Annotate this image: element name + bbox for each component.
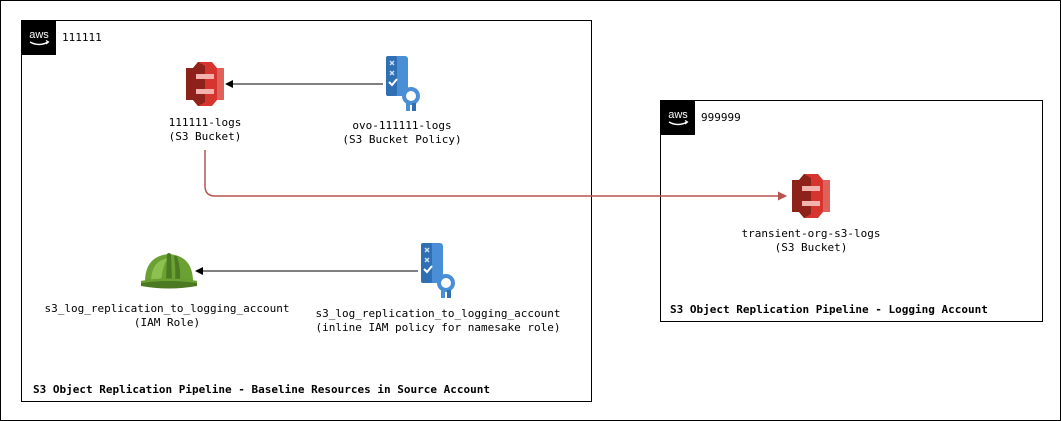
logging-account-group[interactable]: aws 999999 S3 Object Replication Pipelin… bbox=[660, 100, 1043, 322]
node-label: s3_log_replication_to_logging_account (i… bbox=[315, 307, 560, 335]
node-label: 111111-logs (S3 Bucket) bbox=[169, 116, 242, 144]
node-type: (S3 Bucket) bbox=[168, 130, 242, 143]
bucket-policy-icon bbox=[386, 56, 420, 111]
node-label: s3_log_replication_to_logging_account (I… bbox=[44, 302, 289, 330]
node-type: (S3 Bucket Policy) bbox=[342, 133, 462, 146]
node-label: transient-org-s3-logs (S3 Bucket) bbox=[741, 227, 880, 255]
group-title: S3 Object Replication Pipeline - Baselin… bbox=[33, 383, 490, 396]
aws-logo-icon: aws bbox=[22, 21, 56, 55]
iam-role-icon bbox=[141, 253, 197, 289]
svg-text:aws: aws bbox=[668, 109, 688, 121]
node-name: transient-org-s3-logs bbox=[741, 227, 881, 240]
node-name: ovo-111111-logs bbox=[352, 119, 452, 132]
svg-text:aws: aws bbox=[29, 29, 49, 41]
replication-arrow bbox=[204, 150, 787, 201]
s3-bucket-icon bbox=[792, 174, 830, 218]
s3-bucket-icon bbox=[186, 62, 224, 106]
aws-logo-icon: aws bbox=[661, 101, 695, 135]
group-title: S3 Object Replication Pipeline - Logging… bbox=[670, 303, 988, 316]
node-name: s3_log_replication_to_logging_account bbox=[315, 307, 561, 320]
iam-policy-icon bbox=[421, 243, 455, 298]
node-type: (S3 Bucket) bbox=[774, 241, 848, 254]
node-type: (IAM Role) bbox=[133, 316, 201, 329]
account-id: 111111 bbox=[62, 31, 102, 44]
account-id: 999999 bbox=[701, 111, 741, 124]
node-name: s3_log_replication_to_logging_account bbox=[44, 302, 290, 315]
node-name: 111111-logs bbox=[168, 116, 242, 129]
node-label: ovo-111111-logs (S3 Bucket Policy) bbox=[342, 119, 461, 147]
node-type: (inline IAM policy for namesake role) bbox=[315, 321, 561, 334]
